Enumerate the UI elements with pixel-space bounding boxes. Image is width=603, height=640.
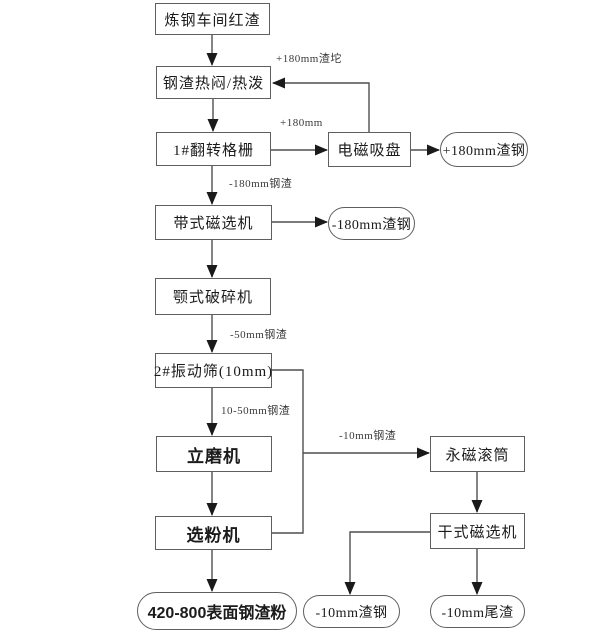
node-flip-grate: 1#翻转格栅 bbox=[156, 132, 271, 166]
node-p180-slag-steel: +180mm渣钢 bbox=[440, 132, 528, 167]
node-m10-tailings: -10mm尾渣 bbox=[430, 595, 525, 628]
node-m180-slag-steel: -180mm渣钢 bbox=[328, 207, 415, 240]
node-jaw-crusher: 颚式破碎机 bbox=[155, 278, 271, 315]
node-powder-separator: 选粉机 bbox=[155, 516, 272, 550]
node-red-slag: 炼钢车间红渣 bbox=[155, 3, 270, 35]
edge-label-p180-slag-lump: +180mm渣坨 bbox=[276, 53, 342, 65]
node-vertical-mill: 立磨机 bbox=[156, 436, 272, 472]
node-magnetic-chuck: 电磁吸盘 bbox=[328, 132, 411, 167]
node-belt-separator: 带式磁选机 bbox=[155, 205, 272, 240]
node-magnet-drum: 永磁滚筒 bbox=[430, 436, 525, 472]
node-vibrating-screen: 2#振动筛(10mm) bbox=[154, 353, 272, 388]
node-hot-stew: 钢渣热闷/热泼 bbox=[156, 66, 271, 99]
node-slag-powder: 420-800表面钢渣粉 bbox=[137, 592, 297, 630]
edge-label-m180-steel-slag: -180mm钢渣 bbox=[229, 178, 293, 190]
edge-label-m10-steel-slag: -10mm钢渣 bbox=[339, 430, 397, 442]
edge-label-p180: +180mm bbox=[280, 117, 323, 129]
node-m10-slag-steel: -10mm渣钢 bbox=[303, 595, 400, 628]
edge-screen-powder-bypass-line bbox=[272, 369, 304, 534]
edge-magnetic-chuck-return-hot-stew bbox=[272, 77, 370, 132]
edge-dry-separator-to-m10-steel bbox=[344, 531, 430, 595]
edge-label-r10-50-slag: 10-50mm钢渣 bbox=[221, 405, 291, 417]
node-dry-separator: 干式磁选机 bbox=[430, 513, 525, 549]
edge-label-m50-steel-slag: -50mm钢渣 bbox=[230, 329, 288, 341]
